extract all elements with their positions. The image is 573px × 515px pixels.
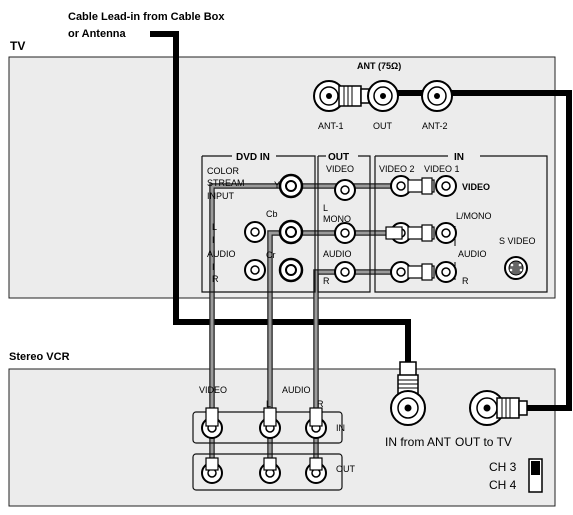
in-video2-audio-r-jack[interactable] (390, 261, 412, 283)
tv-to-vcr-rf-cable (372, 90, 572, 411)
s-video-label: S VIDEO (499, 236, 536, 246)
in-from-ant-label: IN from ANT (385, 435, 452, 449)
ant2-label: ANT-2 (422, 121, 448, 131)
out-video-jack[interactable] (334, 179, 356, 201)
vcr-out-to-tv-jack[interactable] (469, 390, 505, 426)
out-r-label: R (323, 276, 330, 286)
dvd-i-label: I (212, 235, 215, 245)
vcr-video-label: VIDEO (199, 385, 227, 395)
ch4-label: CH 4 (489, 478, 517, 492)
vcr-l-label: L (266, 399, 271, 409)
cb-label: Cb (266, 209, 278, 219)
ant-f-connector (338, 85, 370, 107)
tv-panel (8, 56, 556, 299)
cable-leadin-label-line2: or Antenna (68, 28, 127, 40)
out-audio-l-jack[interactable] (334, 222, 356, 244)
cr-label: Cr (266, 250, 276, 260)
dvd-l-label: L (212, 222, 217, 232)
tv-in-group: IN VIDEO 2 VIDEO 1 VIDEO L/MONO AUDIO R … (374, 152, 548, 293)
cable-leadin-label-line1: Cable Lead-in from Cable Box (68, 11, 225, 23)
out-to-tv-label: OUT to TV (455, 435, 512, 449)
lead-in-cable (150, 31, 411, 372)
y-label: Y (274, 180, 280, 190)
dvd-audio-l-jack[interactable] (244, 221, 266, 243)
in-video-label: VIDEO (462, 182, 490, 192)
out-video-label: VIDEO (326, 164, 354, 174)
stream-label: STREAM (207, 178, 245, 188)
in-r-label: R (462, 276, 469, 286)
video2-label: VIDEO 2 (379, 164, 415, 174)
in-video1-audio-r-jack[interactable] (435, 261, 457, 283)
vcr-in-from-ant-jack[interactable] (390, 390, 426, 426)
in-label: IN (454, 152, 464, 163)
vcr-panel (8, 368, 556, 507)
vcr-rca-plugs (205, 407, 323, 471)
l-mono-label: L/MONO (456, 211, 492, 221)
vcr-r-label: R (317, 399, 324, 409)
vcr-in-label: IN (336, 423, 345, 433)
in-video1-audio-l-jack[interactable] (435, 222, 457, 244)
in-video1-jack[interactable] (435, 175, 457, 197)
input-label: INPUT (207, 191, 235, 201)
dvd-i2-label: I (212, 262, 215, 272)
vcr-audio-label: AUDIO (282, 385, 311, 395)
out-audio-r-jack[interactable] (334, 261, 356, 283)
out-audio-label: AUDIO (323, 249, 352, 259)
vcr-out-label: OUT (336, 464, 356, 474)
dvd-cb-jack[interactable] (278, 219, 304, 245)
ch3-ch4-switch[interactable] (528, 458, 543, 493)
dvd-audio-label: AUDIO (207, 249, 236, 259)
out-l-label: L (323, 203, 328, 213)
ant1-jack[interactable] (313, 80, 345, 112)
ant-title-label: ANT (75Ω) (357, 61, 401, 71)
out-mono-label: MONO (323, 214, 351, 224)
tv-out-group: OUT VIDEO L MONO AUDIO R (317, 152, 371, 293)
video1-label: VIDEO 1 (424, 164, 460, 174)
ant2-jack[interactable] (421, 80, 453, 112)
in-audio-label: AUDIO (458, 249, 487, 259)
ant-out-jack[interactable] (367, 80, 399, 112)
ant-out-label: OUT (373, 121, 393, 131)
dvd-in-group: DVD IN COLOR STREAM INPUT Y Cb Cr L I AU… (201, 152, 316, 293)
ch3-label: CH 3 (489, 460, 517, 474)
dvd-in-label: DVD IN (236, 152, 270, 163)
out-label: OUT (328, 152, 349, 163)
dvd-audio-r-jack[interactable] (244, 259, 266, 281)
tv-label: TV (10, 39, 25, 53)
stereo-vcr-label: Stereo VCR (9, 351, 70, 363)
dvd-y-jack[interactable] (278, 173, 304, 199)
tv-rca-plugs (385, 177, 435, 281)
dvd-r-label: R (212, 274, 219, 284)
vcr-out-to-tv-plug (496, 397, 528, 419)
color-label: COLOR (207, 166, 240, 176)
ant1-label: ANT-1 (318, 121, 344, 131)
s-video-jack[interactable] (504, 256, 528, 280)
vcr-out-jack-group (192, 453, 343, 491)
dvd-cr-jack[interactable] (278, 257, 304, 283)
